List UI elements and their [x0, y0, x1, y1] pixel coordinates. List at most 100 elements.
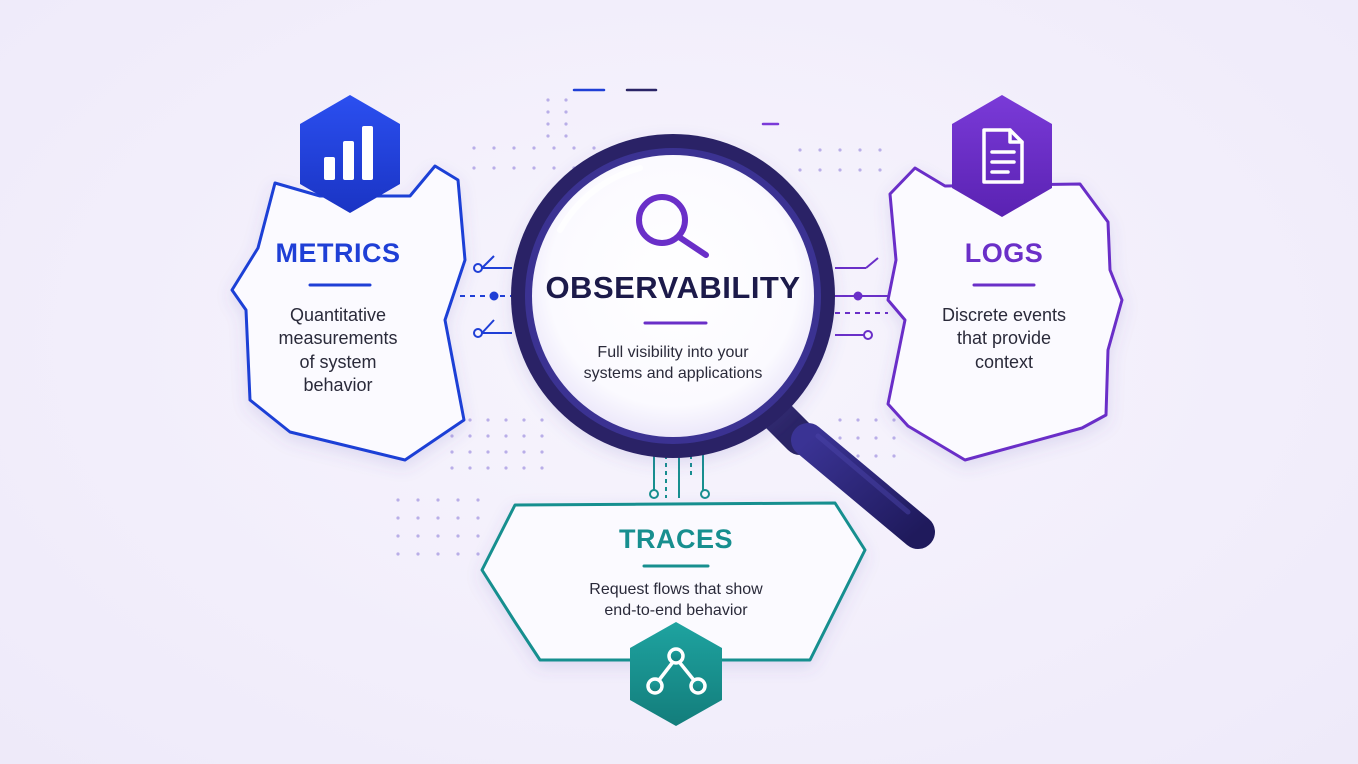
- decorative-dot: [818, 168, 822, 172]
- decorative-dot: [878, 168, 882, 172]
- decorative-dot: [522, 466, 526, 470]
- decorative-dot: [564, 134, 568, 138]
- center-desc-line1: Full visibility into your: [597, 344, 749, 361]
- dot-pattern-decoration: [396, 98, 896, 556]
- bar-chart-icon: [324, 126, 373, 180]
- traces-title: TRACES: [618, 524, 733, 554]
- decorative-dot: [486, 450, 490, 454]
- decorative-dot: [546, 122, 550, 126]
- decorative-dot: [878, 148, 882, 152]
- logs-card: [886, 166, 1124, 462]
- decorative-dot: [396, 516, 400, 520]
- decorative-dot: [416, 552, 420, 556]
- metrics-desc-line1: Quantitative: [289, 305, 387, 325]
- metrics-title: METRICS: [275, 238, 401, 268]
- decorative-dot: [572, 146, 576, 150]
- metrics-desc-line3: of system: [299, 351, 377, 372]
- decorative-dot: [456, 552, 460, 556]
- decorative-dot: [450, 434, 454, 438]
- decorative-dot: [546, 110, 550, 114]
- decorative-dot: [504, 450, 508, 454]
- decorative-dot: [504, 418, 508, 422]
- decorative-dot: [436, 498, 440, 502]
- decorative-dot: [874, 436, 878, 440]
- decorative-dot: [564, 98, 568, 102]
- decorative-dot: [546, 134, 550, 138]
- traces-card: [480, 501, 867, 662]
- logs-title: LOGS: [964, 238, 1044, 268]
- decorative-dot: [838, 418, 842, 422]
- decorative-dot: [552, 166, 556, 170]
- document-icon: [982, 128, 1024, 184]
- traces-description: Request flows that show end-to-end behav…: [556, 580, 796, 622]
- decorative-dot: [476, 516, 480, 520]
- decorative-dot: [564, 122, 568, 126]
- top-dashes-decoration: [572, 88, 780, 126]
- metrics-description: Quantitative measurements of system beha…: [258, 304, 418, 398]
- decorative-dot: [436, 516, 440, 520]
- decorative-dot: [532, 166, 536, 170]
- decorative-dot: [476, 498, 480, 502]
- decorative-dot: [512, 166, 516, 170]
- decorative-dot: [818, 148, 822, 152]
- traces-connectors: [649, 455, 710, 499]
- decorative-dot: [540, 450, 544, 454]
- decorative-dot: [540, 418, 544, 422]
- decorative-dot: [416, 516, 420, 520]
- decorative-dot: [838, 168, 842, 172]
- logs-description: Discrete events that provide context: [914, 304, 1094, 374]
- decorative-dot: [436, 552, 440, 556]
- decorative-dot: [468, 434, 472, 438]
- logs-desc-line1: Discrete events: [941, 305, 1067, 325]
- decorative-dot: [504, 434, 508, 438]
- decorative-dot: [892, 454, 896, 458]
- decorative-dot: [476, 552, 480, 556]
- logs-hex-badge: [952, 95, 1052, 217]
- decorative-dot: [522, 418, 526, 422]
- decorative-dot: [456, 498, 460, 502]
- decorative-dot: [486, 434, 490, 438]
- metrics-connectors: [460, 255, 512, 338]
- center-title: OBSERVABILITY: [545, 270, 801, 305]
- decorative-dot: [874, 418, 878, 422]
- decorative-dot: [892, 418, 896, 422]
- decorative-dot: [522, 434, 526, 438]
- decorative-dot: [532, 146, 536, 150]
- decorative-dot: [436, 534, 440, 538]
- decorative-dot: [892, 436, 896, 440]
- decorative-dot: [874, 454, 878, 458]
- decorative-dot: [512, 146, 516, 150]
- decorative-dot: [450, 450, 454, 454]
- decorative-dot: [546, 98, 550, 102]
- decorative-dot: [522, 450, 526, 454]
- traces-desc-line1: Request flows that show: [589, 581, 763, 598]
- center-desc-line2: systems and applications: [583, 364, 763, 382]
- decorative-dot: [492, 166, 496, 170]
- decorative-dot: [592, 146, 596, 150]
- traces-desc-line2: end-to-end behavior: [604, 601, 748, 619]
- decorative-dot: [476, 534, 480, 538]
- decorative-dot: [798, 168, 802, 172]
- decorative-dot: [856, 436, 860, 440]
- decorative-dot: [472, 146, 476, 150]
- decorative-dot: [486, 466, 490, 470]
- decorative-dot: [396, 534, 400, 538]
- decorative-dot: [468, 450, 472, 454]
- decorative-dot: [396, 498, 400, 502]
- decorative-dot: [396, 552, 400, 556]
- search-icon: [636, 194, 709, 258]
- decorative-dot: [552, 146, 556, 150]
- decorative-dot: [838, 148, 842, 152]
- decorative-dot: [858, 148, 862, 152]
- branch-nodes-icon: [646, 647, 707, 695]
- decorative-dot: [486, 418, 490, 422]
- logs-desc-line3: context: [974, 351, 1034, 372]
- metrics-desc-line4: behavior: [303, 375, 373, 396]
- decorative-dot: [838, 436, 842, 440]
- metrics-desc-line2: measurements: [278, 328, 398, 349]
- decorative-dot: [468, 418, 472, 422]
- decorative-dot: [468, 466, 472, 470]
- magnifier-lens: [511, 134, 835, 458]
